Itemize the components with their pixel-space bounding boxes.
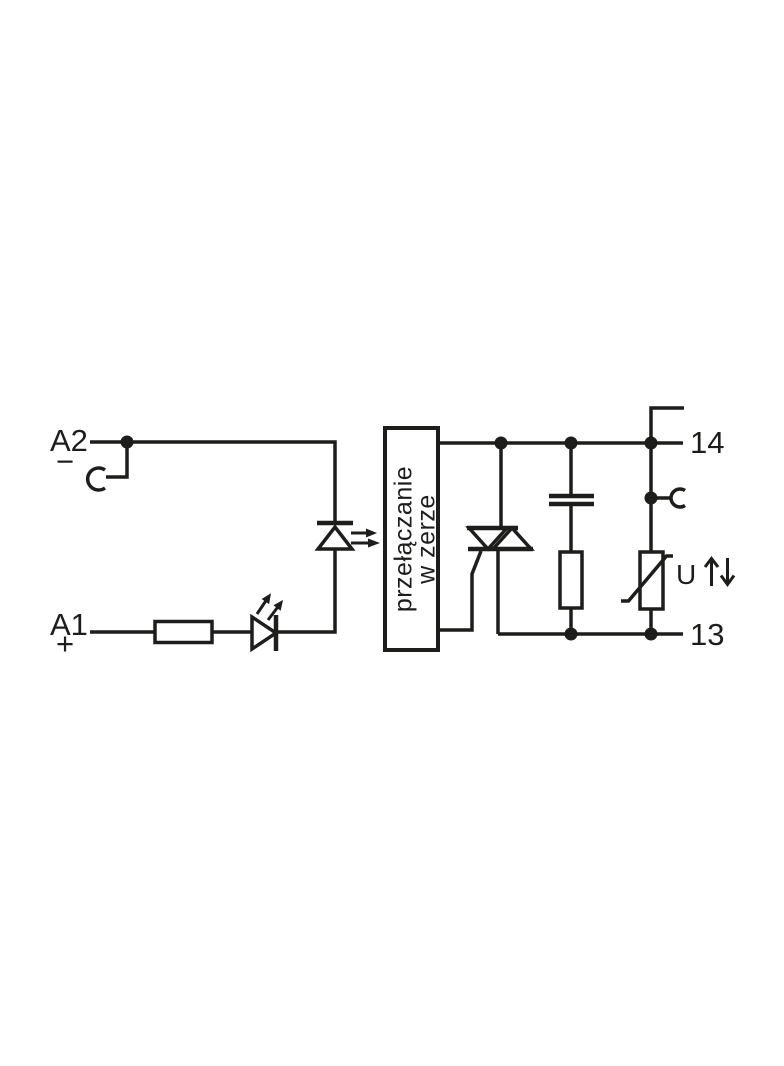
led-emission-arrow-icon [255, 593, 271, 615]
voltage-up-arrow-head [703, 556, 720, 568]
capacitor-icon [549, 493, 594, 507]
snubber-branch [549, 443, 594, 634]
triac-gate-wire [438, 550, 483, 632]
terminal-13-label: 13 [690, 617, 724, 652]
optocoupler-led-icon [314, 520, 380, 551]
function-block-label-line2: w zerze [413, 494, 441, 585]
upper-terminal-stub [649, 406, 684, 443]
terminal-a1-polarity-label: + [56, 626, 74, 661]
terminal-14-label: 14 [690, 425, 724, 460]
varistor-body [638, 550, 665, 611]
a1-wire-segment [277, 549, 337, 634]
junction-dot [644, 436, 658, 450]
opto-light-arrow-icon [351, 538, 380, 548]
snubber-resistor-icon [558, 550, 584, 610]
socket-contact-icon [85, 466, 107, 492]
voltage-down-arrow-head [719, 574, 736, 588]
junction-dot [644, 491, 658, 505]
a2-wire [90, 440, 337, 523]
led-triangle [250, 613, 280, 653]
series-resistor-icon [153, 619, 214, 645]
junction-dot [494, 436, 508, 450]
opto-light-arrow-icon [351, 528, 377, 538]
zero-crossing-block: przełączanie w zerze [383, 426, 441, 652]
voltage-up-down-arrows-icon [703, 556, 736, 588]
function-block-box [383, 426, 440, 652]
terminal-a1-label: A1 [50, 607, 88, 642]
led-emission-arrow-icon [266, 600, 284, 621]
output-side: 14 13 U [438, 406, 736, 652]
input-side: A2 − A1 + [50, 423, 380, 661]
junction-dot [120, 435, 134, 449]
socket-contact-icon [669, 487, 686, 509]
varistor-diagonal [621, 554, 673, 603]
opto-triangle [314, 524, 356, 551]
terminal-a2-polarity-label: − [56, 444, 74, 479]
varistor-branch [621, 443, 686, 634]
varistor-voltage-label: U [676, 559, 696, 590]
junction-dot [564, 436, 578, 450]
junction-dot [644, 627, 658, 641]
indicator-led-icon [250, 593, 284, 653]
varistor-icon [621, 550, 673, 611]
triac-icon [465, 443, 535, 634]
a2-socket-drop-wire [106, 442, 129, 479]
function-block-label-line1: przełączanie [390, 466, 418, 612]
terminal-a2-label: A2 [50, 423, 88, 458]
junction-dot [564, 627, 578, 641]
